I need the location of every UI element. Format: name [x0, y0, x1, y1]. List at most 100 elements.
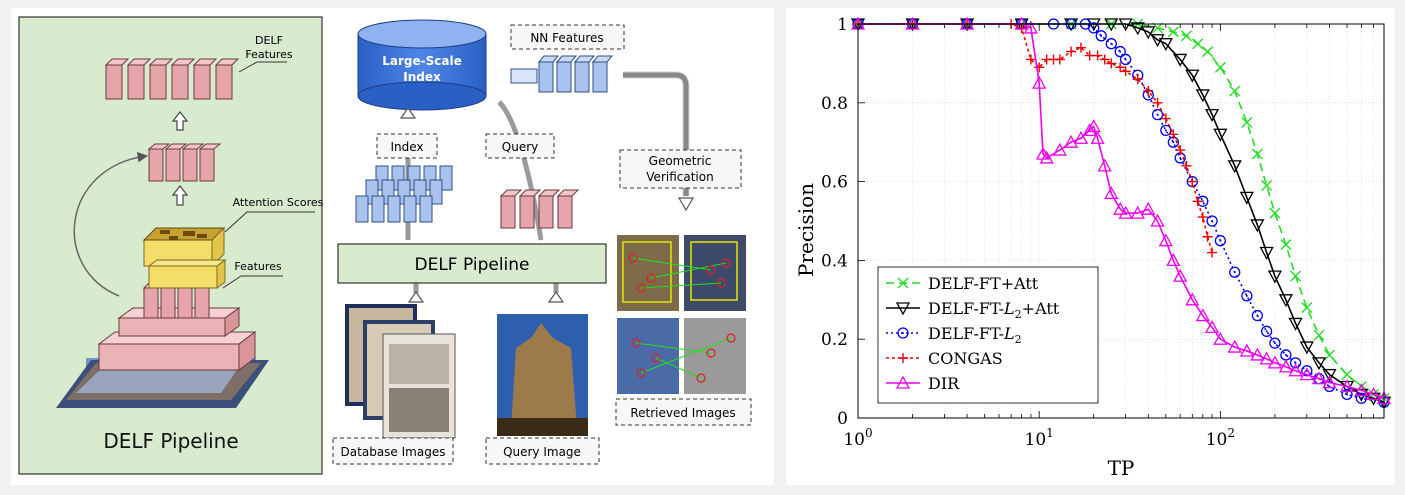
data-point	[1106, 58, 1117, 69]
data-point	[1063, 134, 1079, 148]
data-point	[1241, 290, 1253, 302]
data-point	[1023, 20, 1038, 34]
data-point	[1143, 85, 1154, 96]
data-point	[1180, 30, 1192, 42]
data-point	[1322, 369, 1337, 383]
data-point	[1175, 145, 1186, 156]
data-point	[1181, 160, 1192, 171]
up-arrows-left	[171, 111, 189, 206]
data-point	[1167, 26, 1179, 38]
data-point	[1204, 320, 1220, 334]
data-point	[1066, 46, 1077, 57]
data-point	[1086, 119, 1101, 133]
data-point	[1229, 266, 1241, 278]
nn-features-box	[510, 24, 625, 50]
x-tick-label: 102	[1206, 426, 1235, 450]
legend-label: CONGAS	[928, 349, 1003, 368]
data-point-center	[1156, 113, 1159, 116]
query-image-label: Query Image	[503, 445, 581, 459]
data-point	[1195, 308, 1210, 322]
x-tick-label: 100	[843, 426, 872, 450]
data-point	[1250, 347, 1265, 361]
data-point	[1204, 108, 1220, 122]
y-tick-label: 0.6	[821, 173, 848, 193]
data-point	[1192, 38, 1204, 50]
data-point	[1267, 355, 1283, 369]
delf-pipeline-figure: DELF Features Attention Scores Features	[11, 8, 774, 485]
pipeline-diagram: DELF Features Attention Scores Features	[18, 16, 752, 475]
data-point	[1025, 54, 1036, 65]
data-point	[1090, 130, 1105, 144]
data-point	[1130, 205, 1145, 219]
database-images	[345, 304, 456, 439]
data-point	[1158, 233, 1173, 247]
data-point	[1114, 45, 1126, 58]
data-point	[1301, 365, 1313, 377]
center-pipeline-label: DELF Pipeline	[414, 255, 529, 275]
legend-label: DELF-FT-L2	[928, 324, 1022, 346]
data-point	[1301, 302, 1313, 314]
data-point	[1339, 379, 1355, 393]
delf-features-label-1: DELF	[255, 34, 283, 47]
data-point	[1269, 337, 1281, 349]
data-point	[1259, 246, 1274, 260]
data-point-center	[1100, 34, 1103, 37]
data-point	[1260, 325, 1273, 337]
data-point	[1105, 38, 1117, 50]
chart-legend: DELF-FT+AttDELF-FT-L2+AttDELF-FT-L2CONGA…	[877, 266, 1099, 404]
data-point	[1054, 54, 1065, 65]
data-point	[1075, 42, 1086, 53]
series-line	[858, 23, 1385, 400]
x-axis-label: TP	[1108, 456, 1135, 480]
data-point	[1082, 123, 1097, 137]
y-tick-label: 0.8	[821, 94, 848, 114]
y-tick-label: 0.4	[821, 251, 848, 271]
data-point-center	[1124, 58, 1127, 61]
y-tick-label: 0	[837, 409, 848, 429]
data-point	[1299, 367, 1314, 381]
data-point	[1073, 130, 1089, 144]
delf-features-label-2: Features	[245, 48, 293, 61]
delf-features-blocks	[104, 58, 240, 100]
curved-skip-arrow	[73, 151, 149, 297]
nn-features-blocks	[510, 55, 614, 93]
data-point	[1202, 46, 1214, 58]
data-point	[1152, 97, 1163, 108]
data-point	[1141, 201, 1156, 215]
data-point	[1158, 38, 1173, 52]
delf-features-leader	[238, 61, 287, 73]
data-point	[1251, 309, 1264, 322]
attention-scores-leader	[224, 211, 315, 233]
data-point	[897, 327, 909, 339]
data-point	[1299, 341, 1314, 355]
y-tick-label: 1	[837, 15, 848, 35]
selected-features-blocks	[148, 148, 215, 182]
data-point	[1341, 369, 1353, 381]
data-point	[1097, 158, 1112, 172]
geometric-label-1: Geometric	[649, 154, 712, 168]
data-point-center	[1265, 330, 1268, 333]
large-scale-label-2: Index	[403, 70, 441, 84]
data-point	[1173, 268, 1188, 282]
data-point	[1168, 129, 1179, 140]
data-point	[1239, 343, 1254, 357]
data-point	[1092, 50, 1103, 61]
data-point-center	[1245, 294, 1248, 297]
series-4	[850, 16, 1392, 404]
data-point	[1311, 357, 1327, 371]
data-point-center	[1346, 393, 1349, 396]
data-point-center	[1219, 239, 1222, 242]
data-point-center	[1211, 220, 1214, 222]
center-delf-pipeline-box	[337, 243, 607, 284]
data-point	[1355, 392, 1368, 404]
data-point	[1195, 89, 1210, 103]
data-point	[1039, 150, 1054, 164]
data-point	[1278, 359, 1294, 373]
data-point	[1239, 191, 1254, 205]
database-images-label: Database Images	[341, 445, 446, 459]
data-point	[1202, 231, 1213, 242]
query-image	[497, 314, 588, 436]
data-point	[1207, 247, 1218, 258]
data-point	[1227, 339, 1242, 353]
